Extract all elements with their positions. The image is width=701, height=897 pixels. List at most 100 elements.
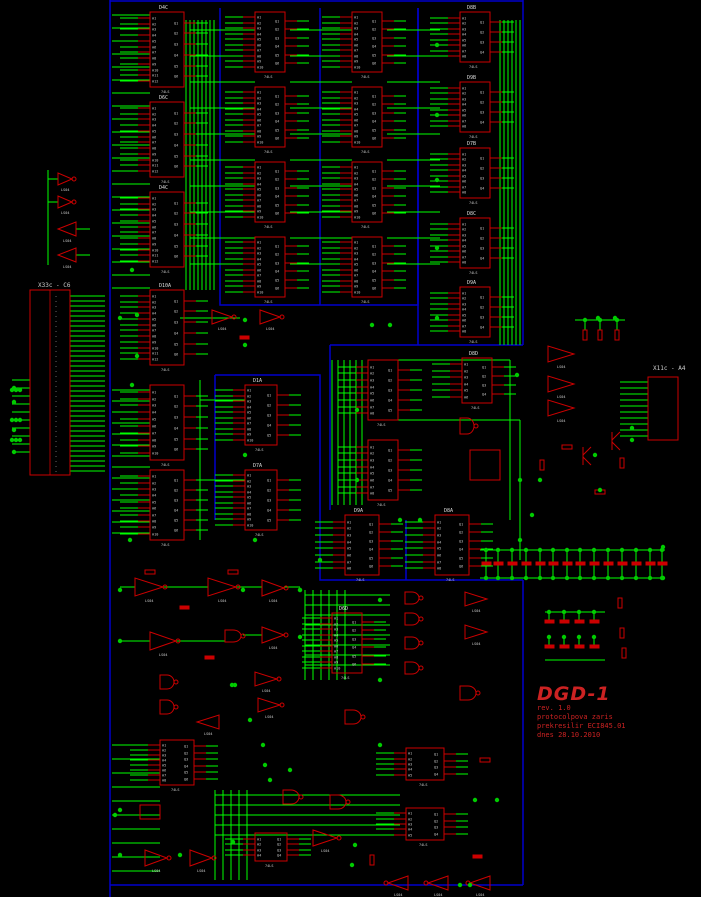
junction-dot xyxy=(11,385,17,391)
pin-label: A7 xyxy=(257,124,261,128)
pin-label: LS04 xyxy=(394,893,402,897)
pin-label: A3 xyxy=(370,459,374,463)
junction-dot xyxy=(633,575,639,581)
pin-label: Q6 xyxy=(174,353,178,357)
junction-dot xyxy=(352,842,358,848)
pin-label: A10 xyxy=(247,524,253,528)
pin-label: Q1 xyxy=(174,300,178,304)
pin-label: Q4 xyxy=(480,121,484,125)
pin-label: Q3 xyxy=(174,321,178,325)
logic-gate xyxy=(159,674,179,690)
pin-label: LS04 xyxy=(434,893,442,897)
pin-label: A1 xyxy=(462,87,466,91)
pin-label: Q1 xyxy=(434,813,438,817)
pin-label: ~ xyxy=(55,415,57,419)
junction-dot xyxy=(467,882,473,888)
gate-body xyxy=(261,579,286,597)
pin-label: A7 xyxy=(152,141,156,145)
pin-label: A2 xyxy=(152,482,156,486)
ic-chip xyxy=(243,161,297,223)
pin-label: A2 xyxy=(247,480,251,484)
pin-label: A9 xyxy=(247,518,251,522)
buffer-gate xyxy=(189,849,217,867)
pin-label: ~ xyxy=(55,300,57,304)
bus-line xyxy=(219,8,419,306)
junction-dot xyxy=(434,42,440,48)
gate-body xyxy=(195,714,220,730)
pin-label: A4 xyxy=(152,411,156,415)
pin-label: A8 xyxy=(462,125,466,129)
capacitor xyxy=(617,561,628,566)
pin-label: 74LS xyxy=(161,368,169,372)
pin-label: Q1 xyxy=(275,95,279,99)
pin-label: 74LS xyxy=(469,271,477,275)
ic-chip xyxy=(138,101,196,178)
pin-label: Q3 xyxy=(267,414,271,418)
pin-label: A8 xyxy=(347,567,351,571)
ic-chip xyxy=(356,439,410,501)
gate-body xyxy=(547,345,576,363)
pin-label: A5 xyxy=(247,411,251,415)
capacitor xyxy=(657,561,668,566)
pin-label: A4 xyxy=(354,33,358,37)
junction-dot xyxy=(129,382,135,388)
gate-bubble xyxy=(475,690,481,696)
ic-body xyxy=(149,11,185,88)
components xyxy=(29,11,679,891)
pin-label: A11 xyxy=(152,254,158,258)
junction-dot xyxy=(230,839,236,845)
pin-label: LS04 xyxy=(218,599,226,603)
pin-label: A10 xyxy=(354,66,360,70)
pin-label: A4 xyxy=(370,386,374,390)
ic-body xyxy=(461,357,493,404)
junction-dot xyxy=(537,575,543,581)
junction-dot xyxy=(595,315,601,321)
pin-label: Q1 xyxy=(277,838,281,842)
pin-label: A6 xyxy=(462,44,466,48)
pin-label: Q1 xyxy=(372,245,376,249)
junction-dot xyxy=(242,342,248,348)
pin-label: LS04 xyxy=(197,869,205,873)
pin-label: A1 xyxy=(257,166,261,170)
crystal xyxy=(139,804,161,820)
pin-label: 74LS xyxy=(469,340,477,344)
pin-label: A9 xyxy=(247,433,251,437)
pin-label: A12 xyxy=(152,260,158,264)
logic-gate xyxy=(459,685,481,701)
pin-label: A1 xyxy=(247,474,251,478)
ic-chip xyxy=(148,739,206,786)
pin-label: A4 xyxy=(247,406,251,410)
ic-body xyxy=(459,217,491,269)
gate-body xyxy=(149,631,178,651)
pin-label: A6 xyxy=(152,425,156,429)
pin-label: LS04 xyxy=(218,327,226,331)
capacitor xyxy=(603,561,614,566)
pin-label: A12 xyxy=(152,170,158,174)
buffer-gate xyxy=(257,697,285,713)
pin-label: 74LS xyxy=(171,788,179,792)
pin-label: Q5 xyxy=(372,279,376,283)
junction-dot xyxy=(629,437,635,443)
ic-chip xyxy=(448,11,502,63)
pin-label: A6 xyxy=(354,119,358,123)
pin-label: Q6 xyxy=(174,75,178,79)
buffer-gate xyxy=(57,195,77,209)
pin-label: A1 xyxy=(257,91,261,95)
pin-label: Q5 xyxy=(275,204,279,208)
junction-dot xyxy=(134,353,140,359)
ic-chip xyxy=(448,286,502,338)
pin-label: A5 xyxy=(162,764,166,768)
gate-bubble xyxy=(418,595,424,601)
pin-label: 74LS xyxy=(264,300,272,304)
pin-label: Q1 xyxy=(275,170,279,174)
capacitor xyxy=(562,561,573,566)
buffer-gate xyxy=(134,577,168,597)
gate-bubble xyxy=(418,640,424,646)
pin-label: A8 xyxy=(152,439,156,443)
pin-label: A11 xyxy=(152,352,158,356)
pin-label: Q5 xyxy=(184,771,188,775)
pin-label: Q5 xyxy=(174,155,178,159)
junction-dot xyxy=(483,547,489,553)
capacitor xyxy=(481,561,492,566)
pin-label: Q4 xyxy=(480,326,484,330)
